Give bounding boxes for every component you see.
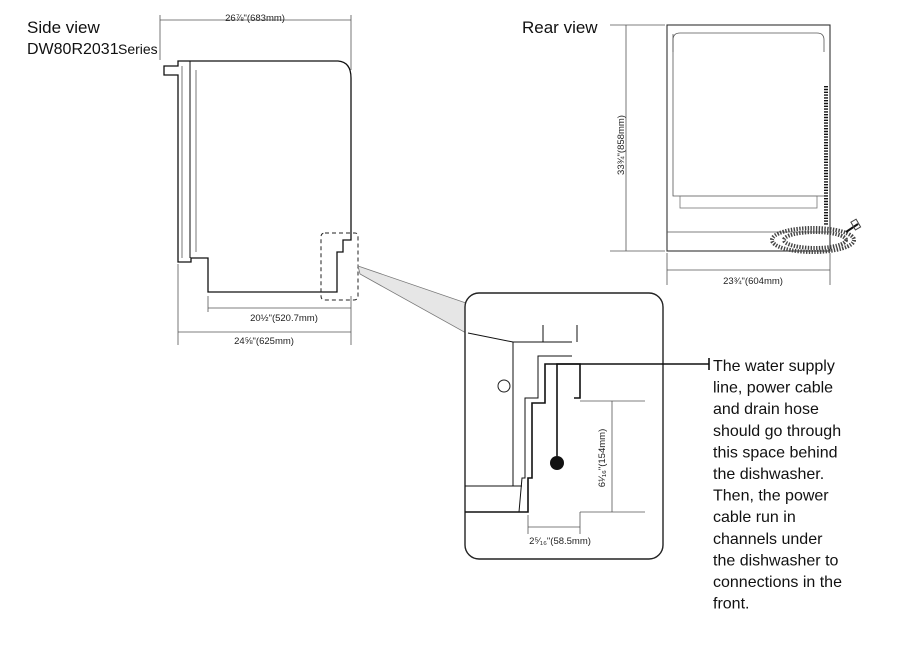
hose-coil [770, 226, 856, 254]
side-view-drawing: 26⅞"(683mm) 20½"(520.7mm) 24⅝"(625mm) [159, 13, 359, 347]
note-line: and drain hose [713, 401, 819, 418]
note-line: The water supply [713, 358, 835, 375]
dim-vertical-label: 6¹⁄₁₆"(154mm) [597, 429, 608, 487]
note-line: line, power cable [713, 380, 833, 397]
side-view-title: Side view [27, 18, 100, 37]
leader-dot [550, 456, 564, 470]
dim-top-label: 26⅞"(683mm) [225, 13, 285, 24]
callout-wedge [357, 265, 467, 334]
detail-frame [464, 292, 664, 560]
note-line: the dishwasher. [713, 466, 824, 483]
dim-width-label: 23¾"(604mm) [723, 276, 783, 287]
dim-inner-label: 20½"(520.7mm) [250, 313, 318, 324]
dim-height-label: 33¾"(858mm) [616, 115, 627, 175]
rear-view-drawing: 33¾"(858mm) 23¾"(604mm) [610, 24, 862, 287]
detail-inset: 6¹⁄₁₆"(154mm) 2⁵⁄₁₆"(58.5mm) [464, 292, 710, 560]
model-number: DW80R2031 [27, 41, 119, 58]
note-line: cable run in [713, 509, 796, 526]
series-label: Series [118, 41, 158, 57]
note-line: connections in the [713, 574, 842, 591]
note-line: this space behind [713, 444, 838, 461]
side-view-outline [163, 60, 352, 293]
note-line: Then, the power [713, 488, 829, 505]
detail-hole [497, 379, 511, 393]
installation-note: The water supply line, power cable and dra… [713, 358, 842, 613]
rear-view-title: Rear view [522, 18, 598, 37]
note-line: should go through [713, 423, 841, 440]
leader-line [556, 363, 709, 456]
note-line: channels under [713, 531, 823, 548]
rear-view-outline [666, 24, 831, 252]
dim-horizontal-label: 2⁵⁄₁₆"(58.5mm) [529, 536, 591, 547]
detail-highlight-box [320, 232, 359, 301]
note-line: front. [713, 596, 749, 613]
dim-outer-label: 24⅝"(625mm) [234, 336, 294, 347]
note-line: the dishwasher to [713, 552, 839, 569]
